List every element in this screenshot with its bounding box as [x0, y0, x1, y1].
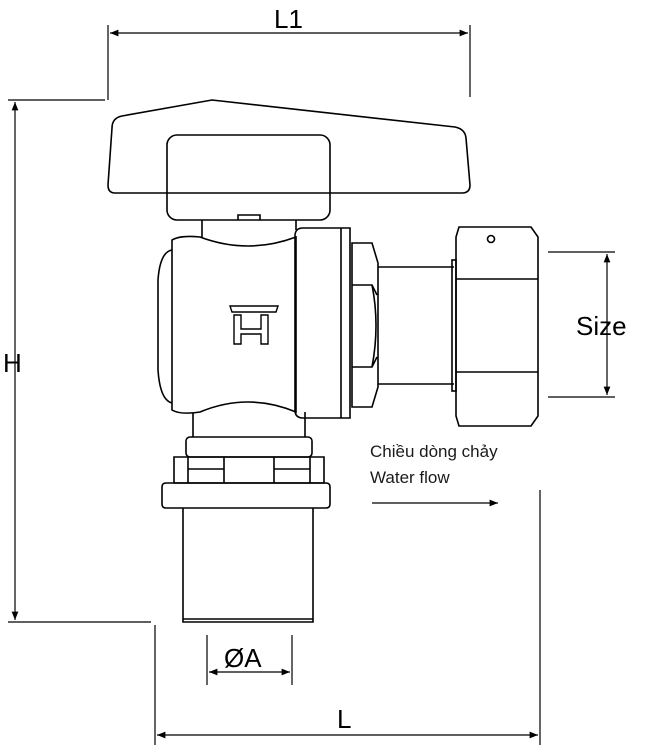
handle-cap [166, 134, 331, 221]
dim-H-label: H [3, 348, 22, 378]
dimension-lines [8, 25, 615, 745]
dim-size-label: Size [576, 311, 627, 341]
valve-handle [107, 99, 471, 194]
pipe [378, 266, 454, 385]
brand-logo [229, 305, 279, 345]
outlet-nut [455, 226, 539, 427]
hex-nut [351, 242, 379, 408]
flow-label-vi: Chiều dòng chảy [370, 442, 498, 461]
dim-L-label: L [337, 704, 352, 734]
bottom-pipe [182, 508, 314, 623]
valve-body [171, 235, 297, 414]
dim-L1-label: L1 [274, 4, 303, 34]
bottom-collar [185, 436, 313, 458]
flow-label-en: Water flow [370, 468, 450, 487]
dim-diameter-label: ØA [224, 643, 262, 673]
body-flange [294, 227, 351, 419]
bottom-hex [173, 456, 325, 484]
